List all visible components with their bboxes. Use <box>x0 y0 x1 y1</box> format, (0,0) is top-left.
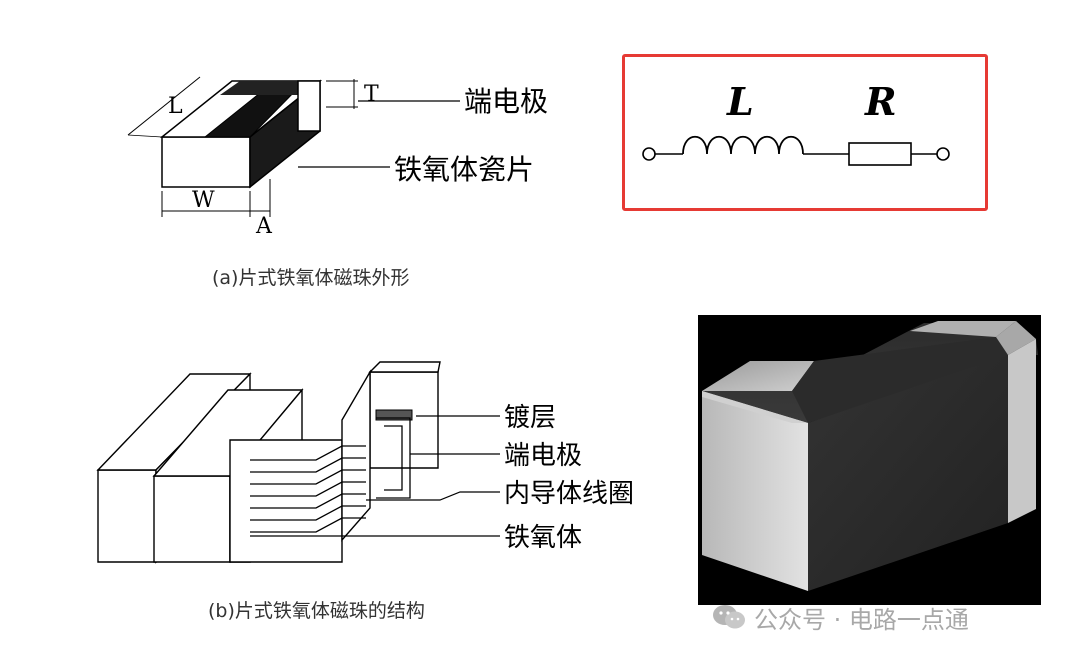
ferrite-body-inner <box>229 439 343 563</box>
dim-line-L <box>127 76 201 136</box>
bead-left-end-front <box>702 391 808 591</box>
inductor-label: L <box>726 79 754 124</box>
caption-a: (a)片式铁氧体磁珠外形 <box>212 267 410 289</box>
panel-outline-diagram: L T W A 端电极 铁氧体瓷片 (a)片式铁氧体磁珠外形 <box>100 55 580 295</box>
bead-right-end-top <box>910 321 1016 337</box>
inner-coil <box>250 445 366 533</box>
inductor-symbol <box>682 136 804 155</box>
label-ferrite-ceramic: 铁氧体瓷片 <box>394 153 534 186</box>
bead-right-end-side <box>1008 339 1036 523</box>
label-ferrite: 铁氧体 <box>504 523 582 553</box>
bead-body-front <box>808 355 1008 591</box>
caption-b: (b)片式铁氧体磁珠的结构 <box>208 600 425 622</box>
left-end-front <box>153 475 231 563</box>
right-end-cap <box>368 361 441 373</box>
leader-coil <box>366 491 500 501</box>
right-end-side <box>341 369 371 542</box>
watermark: 公众号 · 电路一点通 <box>712 600 969 634</box>
terminal-right <box>936 147 950 161</box>
panel-structure-diagram: 镀层 端电极 内导体线圈 铁氧体 (b)片式铁氧体磁珠的结构 <box>80 330 670 630</box>
dim-label-A: A <box>255 214 273 239</box>
dim-label-L: L <box>168 94 183 119</box>
dim-label-T: T <box>364 82 379 107</box>
equivalent-circuit: L R <box>642 79 950 166</box>
ferrite-top-shade <box>220 81 305 95</box>
bead-left-end-top <box>702 361 814 391</box>
dim-label-W: W <box>192 188 215 213</box>
watermark-text: 公众号 · 电路一点通 <box>754 605 969 634</box>
label-end-electrode: 端电极 <box>464 85 548 118</box>
wechat-icon <box>713 605 745 629</box>
chip-bead-render <box>698 315 1041 605</box>
left-electrode-front <box>161 136 251 188</box>
equivalent-circuit-panel: L R <box>622 54 988 211</box>
label-inner-coil: 内导体线圈 <box>504 479 634 509</box>
label-plating: 镀层 <box>504 403 556 433</box>
label-end-electrode-b: 端电极 <box>504 441 582 471</box>
left-plate-front <box>97 469 157 563</box>
chip-bead-illustration <box>702 321 1038 591</box>
bead-body-top <box>792 337 1018 423</box>
resistor-label: R <box>864 79 897 124</box>
right-electrode <box>297 80 321 132</box>
plating-layer <box>375 409 413 421</box>
structure-drawing: 镀层 端电极 内导体线圈 铁氧体 <box>96 361 634 564</box>
terminal-left <box>642 147 656 161</box>
outline-drawing: L T W A 端电极 铁氧体瓷片 <box>127 76 548 239</box>
resistor-symbol <box>848 142 912 166</box>
